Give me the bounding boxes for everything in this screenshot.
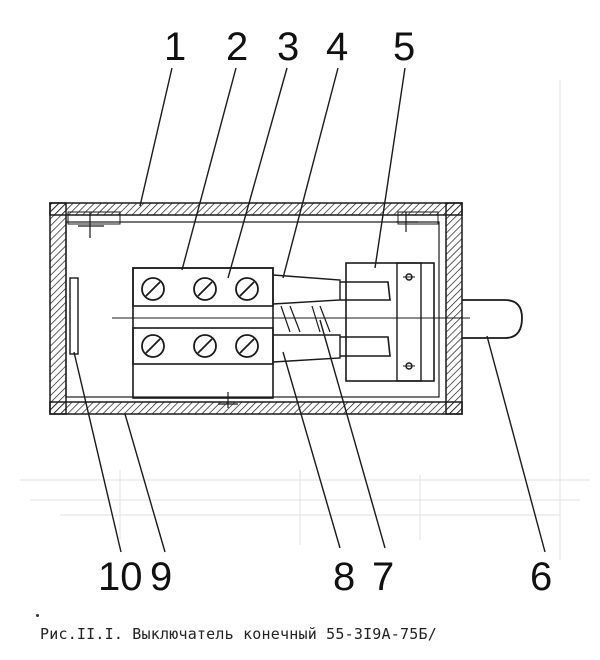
figure-caption: Рис.II.I. Выключатель конечный 55-3I9А-7…	[40, 625, 437, 643]
contact-springs	[272, 274, 391, 363]
callout-8: 8	[333, 555, 355, 599]
scan-artifacts	[20, 80, 590, 560]
callout-4: 4	[326, 25, 348, 69]
plunger-rod	[462, 299, 523, 339]
callout-7: 7	[372, 555, 394, 599]
terminal-block	[132, 267, 274, 399]
screw-top-2	[193, 277, 217, 301]
callout-3: 3	[277, 25, 299, 69]
screw-top-3	[235, 277, 259, 301]
plunger-carrier	[345, 262, 435, 382]
scan-speck	[36, 614, 39, 617]
left-plate	[69, 277, 79, 355]
screw-bottom-1	[141, 334, 165, 358]
screw-bottom-2	[193, 334, 217, 358]
callout-9: 9	[150, 555, 172, 599]
callout-10: 10	[98, 555, 143, 599]
housing	[49, 202, 463, 415]
callout-2: 2	[226, 25, 248, 69]
callout-5: 5	[393, 25, 415, 69]
callout-1: 1	[164, 25, 186, 69]
leader-lines	[73, 67, 546, 553]
screw-bottom-3	[235, 334, 259, 358]
callout-6: 6	[530, 555, 552, 599]
screw-top-1	[141, 277, 165, 301]
